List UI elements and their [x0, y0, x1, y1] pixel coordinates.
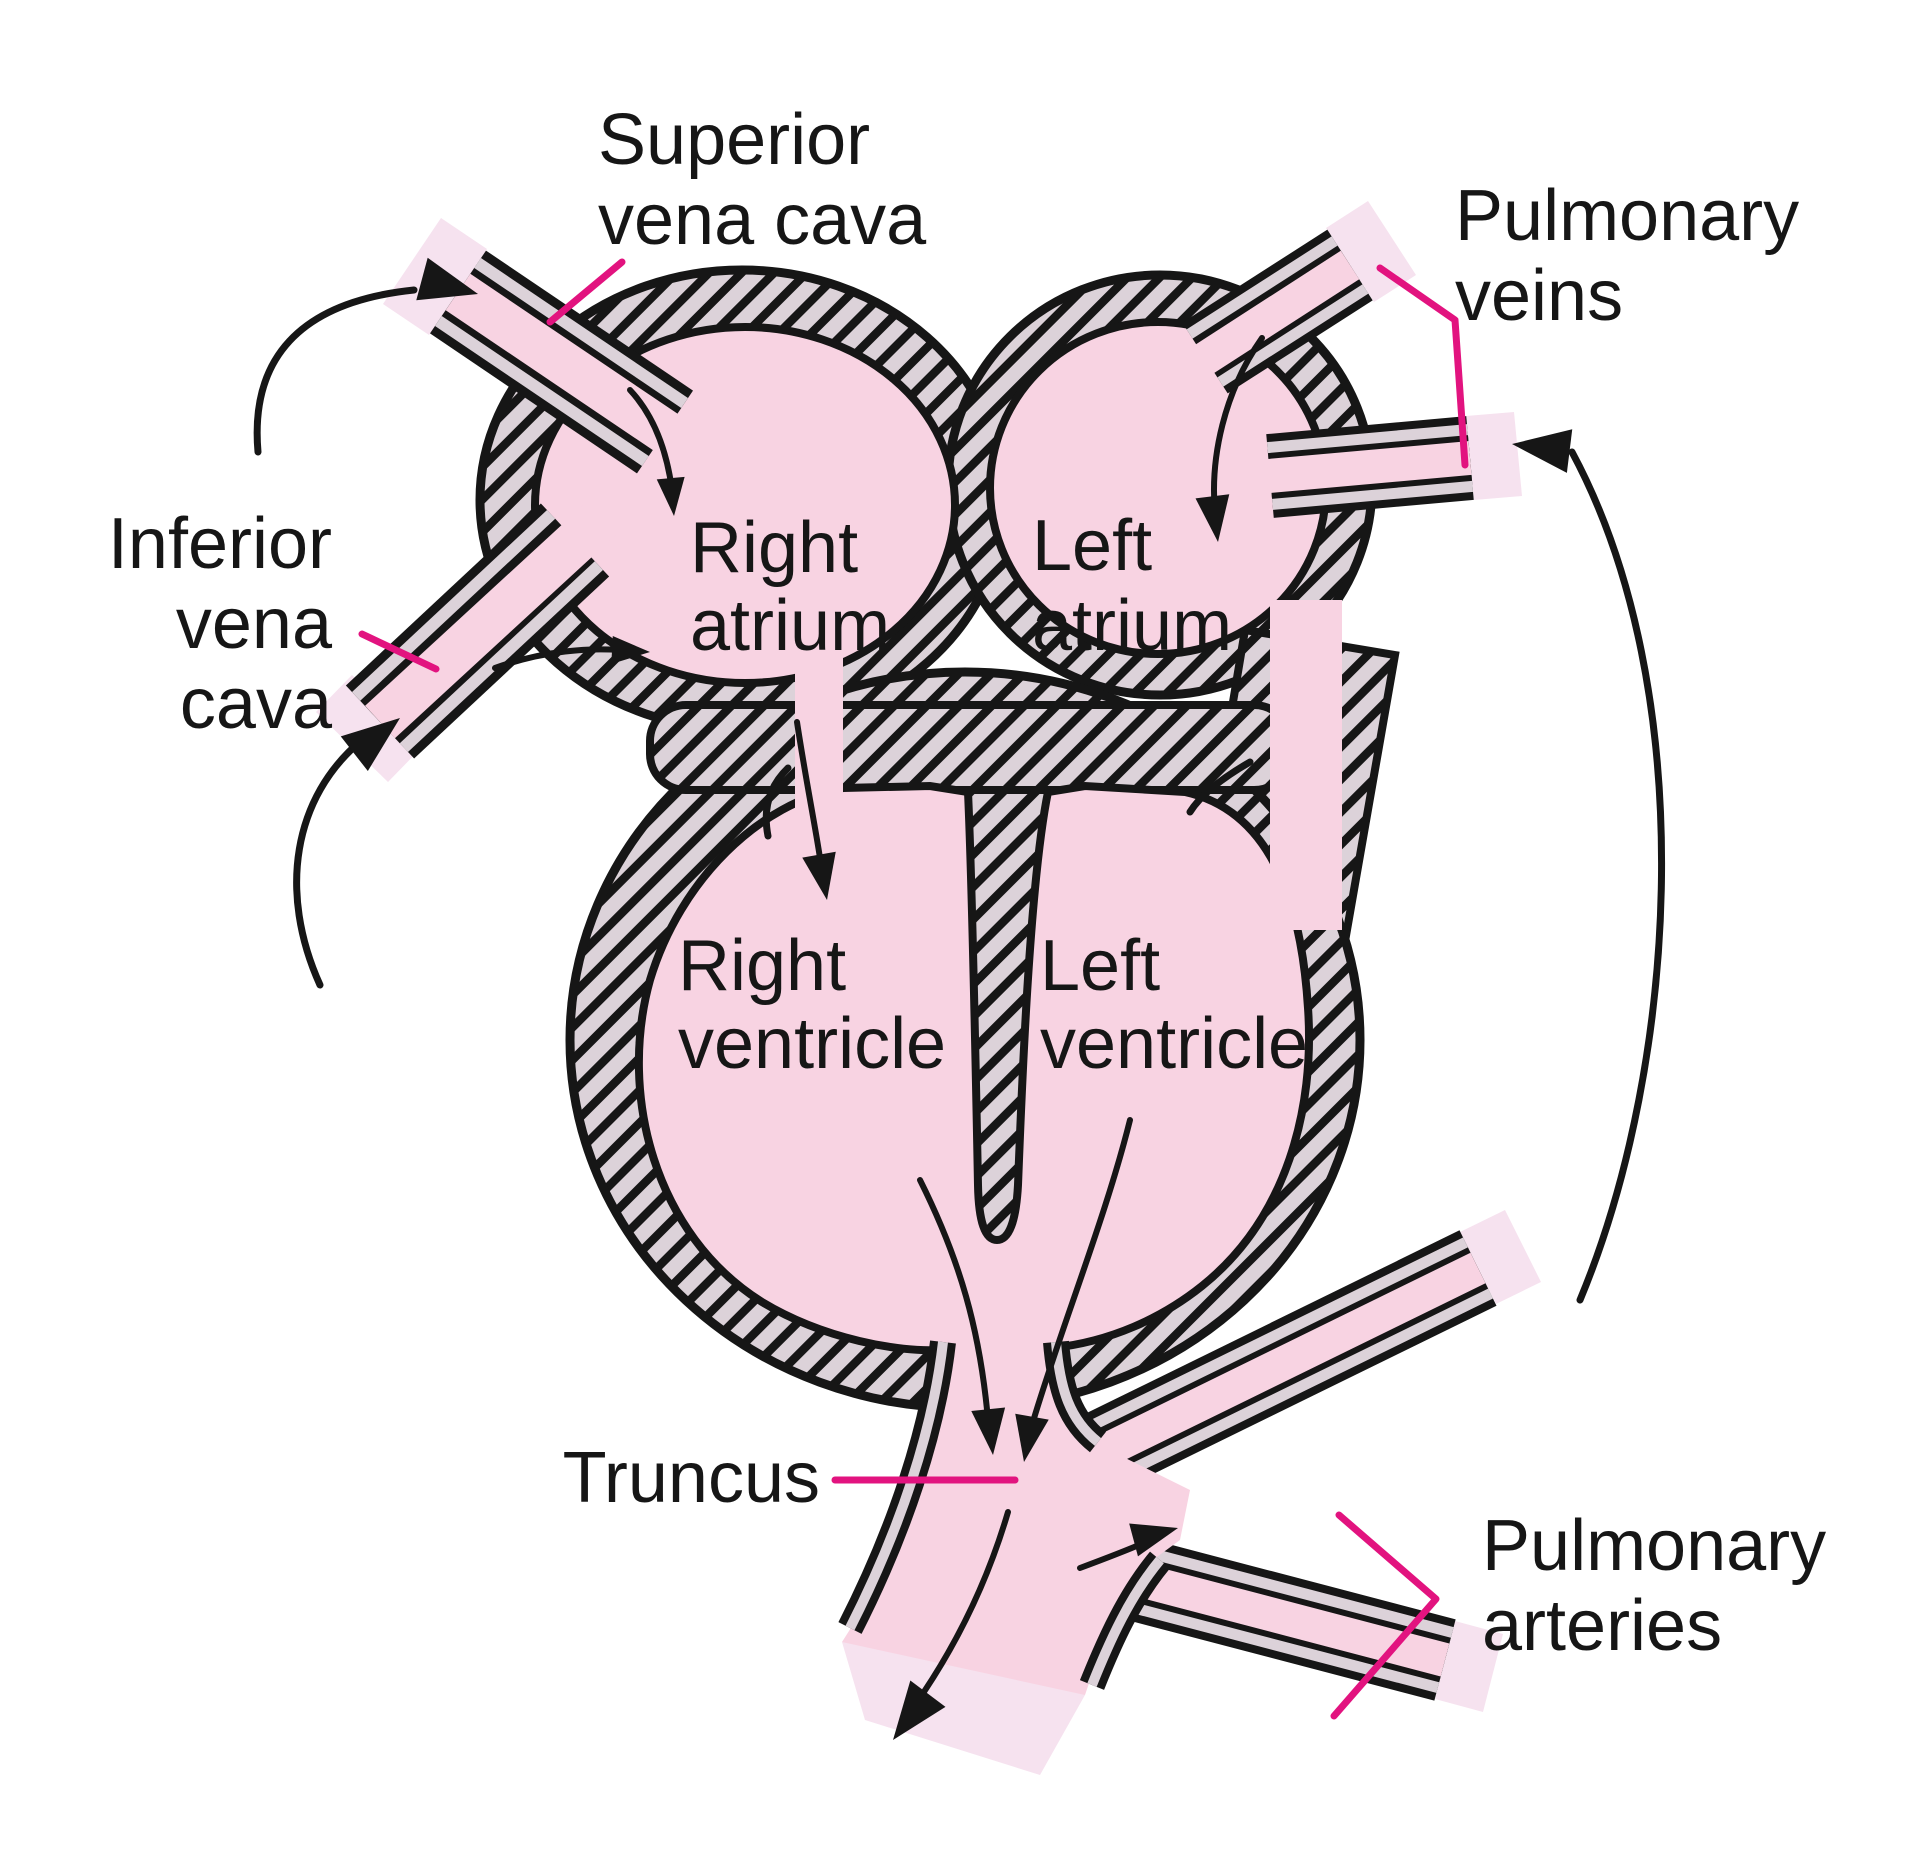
truncus-outflow-arrow — [912, 1509, 1011, 1708]
pulmonary-artery-lower-vessel — [1129, 1539, 1456, 1701]
pa-lower-cut — [1435, 1621, 1503, 1712]
right-valve-curl — [1186, 758, 1254, 816]
label-inferior-vena-cava-line1: Inferior — [108, 504, 332, 584]
truncus-cut — [842, 1642, 1085, 1775]
pa-upper-cut — [1460, 1210, 1541, 1304]
pulmonary-vein-lower-vessel — [1233, 416, 1474, 518]
pulmonary-artery-upper-vessel — [1051, 1230, 1497, 1506]
label-right-atrium-line2: atrium — [690, 586, 890, 666]
label-left-atrium-line2: atrium — [1032, 586, 1232, 666]
svc-leader — [546, 258, 626, 326]
left-valve-curl — [762, 764, 792, 840]
svc-inflow-arrow — [253, 286, 418, 456]
label-pulmonary-veins-line1: Pulmonary — [1455, 176, 1799, 256]
label-right-ventricle-line2: ventricle — [678, 1004, 946, 1084]
pv-to-la-arrow — [1211, 335, 1265, 515]
left-av-opening — [1270, 600, 1342, 930]
lungs-to-pv-arrow — [1568, 448, 1666, 1304]
ra-to-rv-arrow — [794, 719, 823, 861]
label-left-ventricle-line1: Left — [1040, 926, 1160, 1006]
pa-leader — [1330, 1511, 1440, 1720]
label-truncus: Truncus — [563, 1438, 820, 1518]
label-pulmonary-arteries-line2: arteries — [1482, 1586, 1722, 1666]
label-pulmonary-veins-line2: veins — [1455, 256, 1623, 336]
leader-lines — [358, 258, 1469, 1720]
ivc-to-ra-arrow — [492, 646, 623, 671]
label-right-atrium-line1: Right — [690, 508, 858, 588]
label-right-ventricle-line1: Right — [678, 926, 846, 1006]
ivc-inflow-arrow — [293, 736, 366, 989]
label-left-ventricle-line2: ventricle — [1040, 1004, 1308, 1084]
label-inferior-vena-cava-line2: vena — [176, 584, 333, 664]
ivc-leader — [358, 630, 440, 673]
label-inferior-vena-cava-line3: cava — [180, 664, 333, 744]
label-pulmonary-arteries-line1: Pulmonary — [1482, 1506, 1826, 1586]
ventricles-chamber — [634, 781, 1314, 1355]
label-left-atrium-line1: Left — [1032, 506, 1152, 586]
truncus-vessel — [838, 1330, 1190, 1775]
pulmonary-vein-upper-vessel — [1162, 229, 1373, 395]
pv-leader — [1376, 264, 1469, 469]
rv-to-truncus-arrow — [917, 1177, 991, 1423]
labels: Superior vena cava Pulmonary veins Infer… — [108, 100, 1826, 1666]
flow-arrows — [253, 257, 1666, 1754]
label-superior-vena-cava-line2: vena cava — [598, 180, 927, 260]
av-septum-bar — [646, 701, 1294, 794]
pv2-cut — [1466, 412, 1522, 500]
label-superior-vena-cava-line1: Superior — [598, 100, 870, 180]
inferior-vena-cava-vessel — [345, 498, 620, 759]
lv-to-truncus-arrow — [1029, 1117, 1133, 1428]
